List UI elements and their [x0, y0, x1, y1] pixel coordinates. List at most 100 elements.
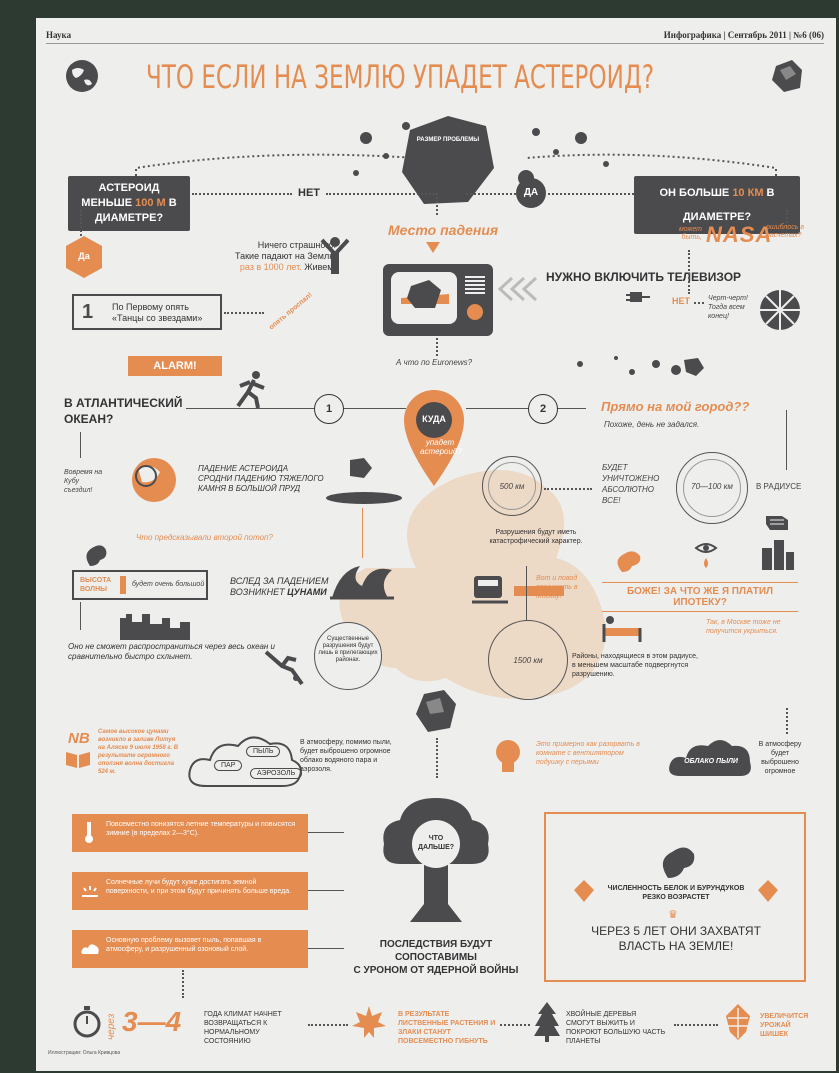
explosion-icon — [760, 290, 800, 330]
falling-rock-icon — [416, 690, 456, 732]
flood-text: Что предсказывали второй потоп? — [136, 533, 273, 542]
location-pin-icon — [404, 390, 464, 486]
globe-icon — [66, 60, 98, 92]
radius-500-circle — [482, 456, 542, 516]
diver-icon — [264, 650, 304, 686]
credit-text: Иллюстрации: Ольга Кривцова — [48, 1050, 121, 1056]
small-rocks — [577, 356, 704, 376]
wave-height-box: ВЫСОТА ВОЛНЫ будет очень большой — [72, 570, 208, 600]
tv-text: НУЖНО ВКЛЮЧИТЬ ТЕЛЕВИЗОР — [546, 270, 742, 284]
nothing-scary-text: Ничего страшного! Такие падают на Землю … — [235, 240, 336, 272]
ocean-question: В АТЛАНТИЧЕСКИЙ ОКЕАН? — [64, 396, 183, 426]
maple-leaf-icon — [352, 1006, 386, 1038]
rock-splash-icon — [326, 458, 402, 504]
impact-site-label: Место падения — [388, 222, 499, 238]
next-label: ЧТО ДАЛЬШЕ? — [417, 835, 455, 851]
trees-text: ХВОЙНЫЕ ДЕРЕВЬЯ СМОГУТ ВЫЖИТЬ И ПОКРОЮТ … — [566, 1011, 666, 1045]
cloud-outline-icon — [188, 736, 302, 787]
nasa-note: ошиблось в расчетах? — [766, 224, 805, 239]
down-arrow-icon — [426, 242, 440, 253]
dust-cloud-label: ОБЛАКО ПЫЛИ — [684, 758, 738, 765]
hand-icon — [766, 516, 788, 530]
option-1-badge: 1 — [314, 394, 344, 424]
buildings-icon — [762, 540, 794, 570]
book-icon — [66, 752, 90, 768]
plug-icon — [626, 292, 650, 302]
infographic-page: Наука Инфографика | Сентябрь 2011 | №6 (… — [36, 18, 836, 1071]
km1500-label: 1500 км — [513, 656, 543, 665]
catastrophe-text: Разрушения будут иметь катастрофический … — [489, 529, 583, 545]
mortgage-text: БОЖЕ! ЗА ЧТО ЖЕ Я ПЛАТИЛ ИПОТЕКУ? — [602, 582, 798, 612]
page-title: ЧТО ЕСЛИ НА ЗЕМЛЮ УПАДЕТ АСТЕРОИД? — [146, 58, 655, 96]
cones-text: УВЕЛИЧИТСЯ УРОЖАЙ ШИШЕК — [760, 1013, 809, 1038]
nasa-logo: NASA — [706, 222, 773, 247]
running-man-icon — [236, 371, 265, 409]
stamp-text: опять проспал! — [268, 291, 314, 332]
da-hexagon-icon — [66, 236, 102, 278]
nuclear-text: ПОСЛЕДСТВИЯ БУДУТ СОПОСТАВИМЫ С УРОНОМ О… — [353, 939, 519, 976]
steam-label: ПАР — [214, 760, 243, 771]
substantial-circle — [314, 622, 382, 690]
issue-label: Инфографика | Сентябрь 2011 | №6 (06) — [663, 30, 824, 40]
squirrel-power-box: ЧИСЛЕННОСТЬ БЕЛОК И БУРУНДУКОВ РЕЗКО ВОЗ… — [544, 812, 806, 982]
nb-text: Самое высокое цунами возникло в заливе Л… — [98, 729, 179, 775]
substantial-text: Существенные разрушения будут лишь в при… — [318, 636, 378, 663]
fir-tree-icon — [534, 1002, 560, 1042]
asteroid-icon — [772, 60, 802, 92]
radius-label: В РАДИУСЕ — [756, 482, 802, 491]
cone-left-icon — [574, 880, 594, 902]
atmosphere-2-text: В атмосферу будет выброшено огромное — [758, 741, 802, 775]
spread-text: Оно не сможет распространиться через вес… — [68, 642, 276, 661]
yes-badge: ДА — [516, 178, 546, 208]
train-text: Вот и повод переехать в Москву! — [536, 575, 578, 600]
pond-text: ПАДЕНИЕ АСТЕРОИДА СРОДНИ ПАДЕНИЮ ТЯЖЕЛОГ… — [198, 464, 324, 493]
no2-label: НЕТ — [672, 296, 690, 306]
sleeping-person-icon — [602, 616, 642, 642]
cuba-text: Вовремя на Кубу съездил! — [64, 469, 103, 494]
da-label: Да — [78, 251, 90, 261]
rule-text: ЧЕРЕЗ 5 ЛЕТ ОНИ ЗАХВАТЯТ ВЛАСТЬ НА ЗЕМЛЕ… — [591, 924, 761, 953]
alarm-badge: ALARM! — [128, 356, 222, 376]
where-sub: упадет астероид? — [420, 438, 462, 456]
km70-label: 70—100 км — [691, 482, 733, 491]
aerosol-label: АЭРОЗОЛЬ — [250, 768, 303, 779]
no-label: НЕТ — [298, 187, 320, 199]
km500-label: 500 км — [499, 482, 525, 491]
pillow-text: Это примерно как разорвать в комнате с в… — [536, 741, 640, 766]
train-track — [514, 586, 564, 596]
big-asteroid-question: ОН БОЛЬШЕ 10 КМ В ДИАМЕТРЕ? — [634, 176, 800, 234]
dust-label: ПЫЛЬ — [246, 746, 281, 757]
where-label: КУДА — [422, 414, 446, 424]
header-rule — [46, 43, 824, 44]
pine-cone-icon — [726, 1004, 750, 1040]
eye-tear-icon — [694, 543, 718, 568]
bad-day-text: Похоже, день не задался. — [604, 420, 700, 429]
moscow-text: Так, в Москве тоже не получится укрыться… — [706, 619, 781, 635]
radius-70-circle — [676, 452, 748, 524]
climate-bar-2: Солнечные лучи будут хуже достигать земн… — [72, 872, 308, 910]
climate-bar-1: Повсеместно понизятся летние температуры… — [72, 814, 308, 852]
tsunami-text: ВСЛЕД ЗА ПАДЕНИЕМ ВОЗНИКНЕТ ЦУНАМИ — [230, 576, 329, 597]
section-label: Наука — [46, 30, 72, 40]
small-asteroid-question: АСТЕРОИД МЕНЬШЕ 100 М В ДИАМЕТРЕ? — [68, 176, 190, 231]
earth-splash-icon — [132, 458, 176, 502]
tsunami-wave-icon — [330, 566, 394, 600]
climate-text: ГОДА КЛИМАТ НАЧНЕТ ВОЗВРАЩАТЬСЯ К НОРМАЛ… — [204, 1011, 282, 1045]
city-question: Прямо на мой город?? — [601, 399, 750, 414]
option-2-badge: 2 — [528, 394, 558, 424]
plants-text: В РЕЗУЛЬТАТЕ ЛИСТВЕННЫЕ РАСТЕНИЯ И ЗЛАКИ… — [398, 1011, 496, 1045]
years-label: 3—4 — [122, 1006, 182, 1037]
damn-text: Черт-черт! Тогда всем конец! — [708, 295, 748, 320]
stopwatch-icon — [73, 1006, 101, 1038]
nb-label: NB — [68, 730, 90, 747]
after-label: через — [106, 1013, 117, 1040]
castle-icon — [120, 614, 190, 640]
channel-one-box: 1 По Первому опять «Танцы со звездами» — [72, 294, 222, 330]
happy-person-icon — [320, 237, 350, 274]
dust-cloud-icon — [669, 740, 751, 776]
problem-size-label: РАЗМЕР ПРОБЛЕМЫ — [416, 137, 480, 143]
squirrel-icon — [86, 545, 107, 566]
areas-text: Районы, находящиеся в этом радиусе, в ме… — [572, 653, 698, 678]
big-asteroid-icon — [402, 116, 494, 204]
euronews-text: А что по Euronews? — [396, 358, 473, 367]
